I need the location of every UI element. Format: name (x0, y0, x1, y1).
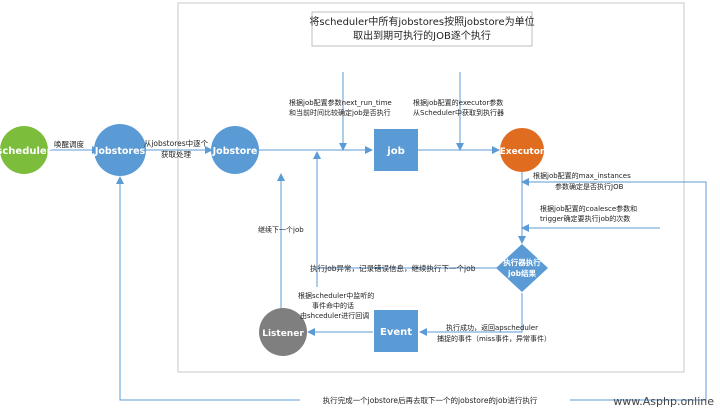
label-coalesce-2: trigger确定要执行job的次数 (540, 214, 630, 223)
label-next-run-time-1: 根据job配置参数next_run_time (289, 98, 392, 107)
label-exception: 执行Job异常，记录错误信息，继续执行下一个job (310, 263, 476, 273)
bottom-label-bg (300, 393, 570, 407)
title-line-2: 取出到期可执行的JOB逐个执行 (353, 29, 491, 42)
label-listener-note-1: 根据scheduler中监听的 (298, 291, 374, 300)
node-listener (259, 308, 307, 356)
label-executor-param-2: 从Scheduler中获取到执行器 (413, 108, 504, 117)
node-event-label: Event (380, 327, 412, 338)
label-bottom: 执行完成一个jobstore后再去取下一个的jobstore的job进行执行 (323, 395, 538, 405)
label-listener-note-3: 由shceduler进行回调 (300, 311, 369, 320)
label-success-1: 执行成功，返回apscheduler (446, 323, 538, 332)
label-max-instances-2: 参数确定是否执行JOB (555, 182, 624, 191)
node-scheduler-label: scheduler (0, 146, 52, 157)
node-jobstore (211, 126, 259, 174)
label-wake: 唤醒调度 (54, 139, 84, 149)
node-decision-label-2: job结果 (507, 268, 537, 278)
process-frame (177, 2, 685, 373)
watermark: www.Asphp.online (613, 395, 714, 408)
label-next-run-time-2: 和当前时间比较确定job是否执行 (289, 108, 391, 117)
node-listener-label: Listener (262, 329, 304, 339)
node-jobstores (94, 124, 146, 176)
node-executor-label: Executor (500, 147, 545, 157)
node-executor (500, 128, 544, 172)
label-executor-param-1: 根据job配置的executor参数 (413, 98, 503, 107)
node-scheduler (0, 126, 48, 174)
node-decision-label-1: 执行器执行 (503, 257, 541, 267)
label-next-job: 继续下一个job (258, 225, 304, 234)
node-jobstore-label: Jobstore (212, 146, 258, 157)
arrow-loop-back (116, 176, 707, 401)
arrow-success-path (419, 293, 523, 336)
label-fetch-2: 获取处理 (161, 149, 191, 159)
label-max-instances-1: 根据job配置的max_instances (533, 171, 631, 180)
title-box (311, 11, 533, 47)
node-job (374, 129, 418, 171)
label-fetch-1: 从jobstores中逐个 (144, 138, 209, 148)
node-jobstores-label: Jobstores (94, 146, 146, 157)
label-listener-note-2: 事件命中的话 (312, 301, 354, 310)
title-line-1: 将scheduler中所有jobstores按照jobstore为单位 (309, 15, 534, 28)
node-decision (496, 244, 548, 292)
node-event (374, 310, 418, 352)
label-success-2: 捕捉的事件（miss事件，异常事件） (437, 334, 551, 343)
label-coalesce-1: 根据job配置的coalesce参数和 (540, 204, 637, 213)
node-job-label: job (386, 146, 404, 157)
